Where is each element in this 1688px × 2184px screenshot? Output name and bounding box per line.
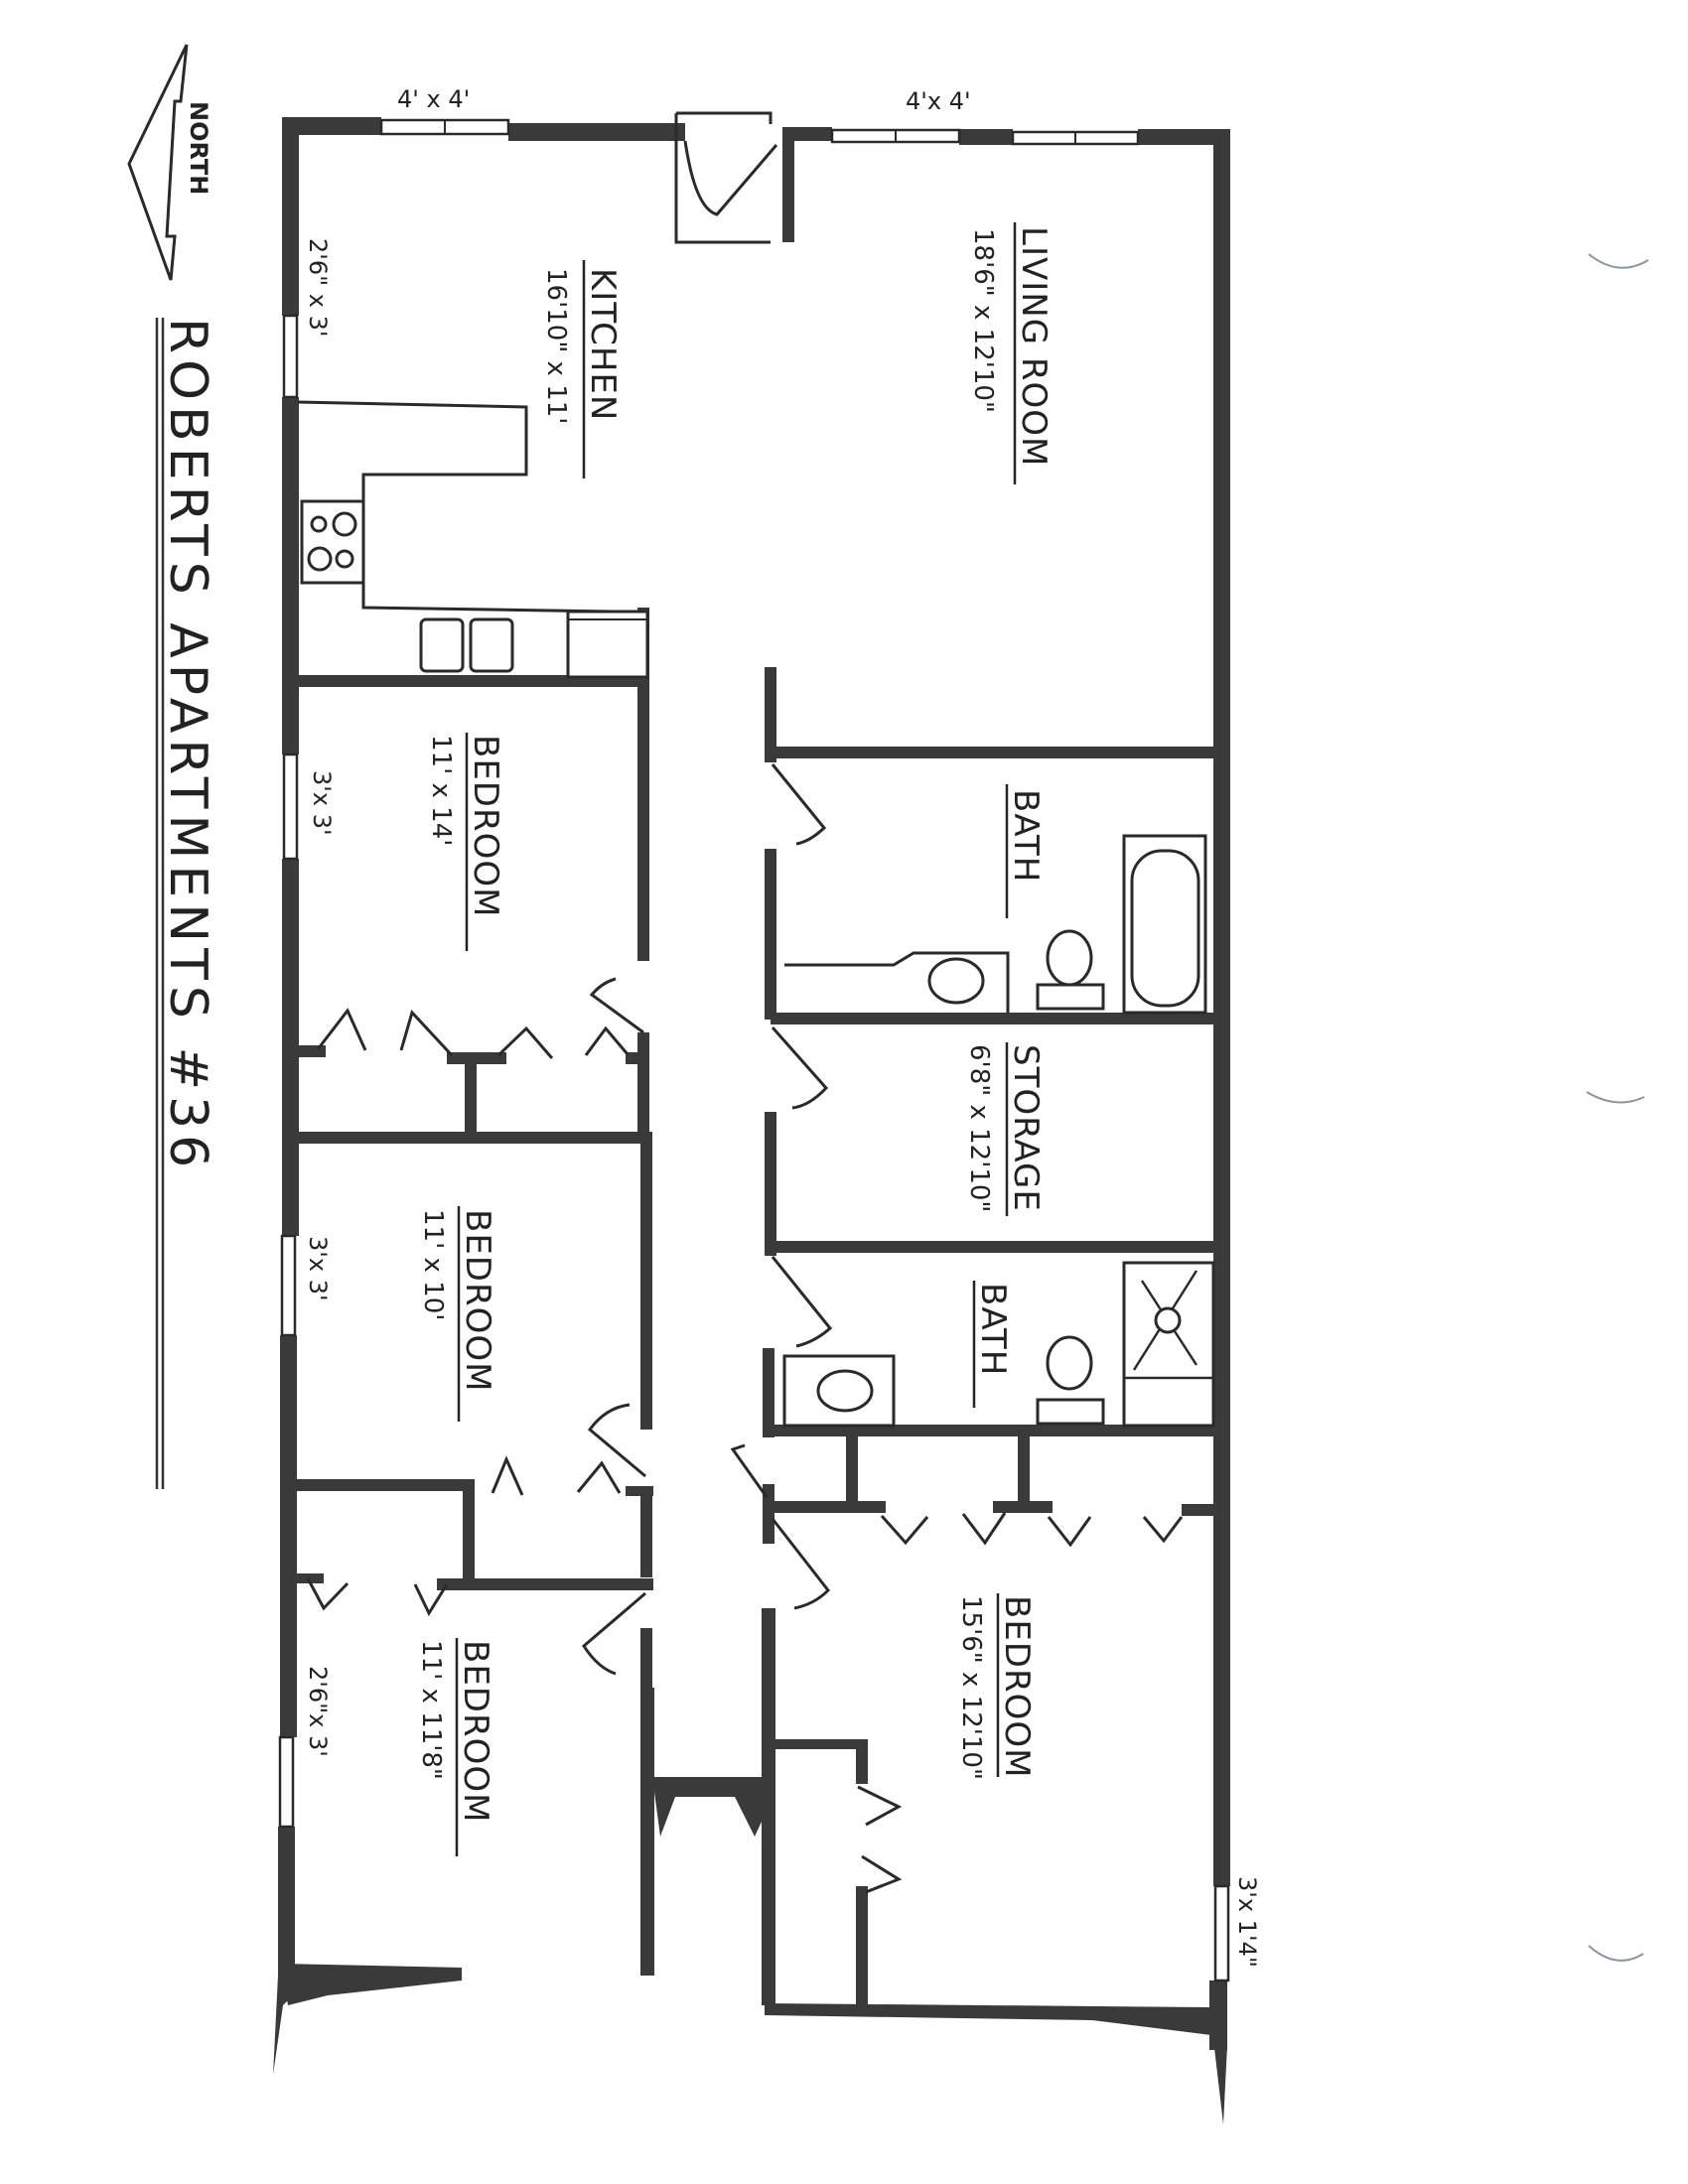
- punch-hole-mark: [1586, 1091, 1645, 1104]
- punch-hole-mark: [1588, 253, 1649, 269]
- refrigerator-icon: [566, 610, 649, 679]
- bathtub-icon: [1122, 834, 1207, 1015]
- room-label-master-bedroom: BEDROOM 15'6" x 12'10": [956, 1593, 1037, 1780]
- exterior-walls: [273, 117, 1230, 2124]
- svg-text:LIVING ROOM: LIVING ROOM: [1014, 226, 1054, 467]
- toilet-icon: [1036, 1335, 1105, 1426]
- room-label-kitchen: KITCHEN 16'10" x 11': [541, 260, 623, 478]
- svg-text:BEDROOM: BEDROOM: [456, 1640, 495, 1823]
- stove-icon: [300, 499, 365, 585]
- shower-icon: [1122, 1261, 1215, 1428]
- svg-text:BATH: BATH: [1006, 789, 1046, 883]
- window-label-living-north: 4'x 4': [906, 87, 971, 115]
- room-label-bedroom-1: BEDROOM 11' x 14': [426, 733, 505, 951]
- window-label-master-east: 3'x 1'4": [1233, 1876, 1261, 1968]
- svg-text:BATH: BATH: [973, 1283, 1013, 1376]
- vanity-sink-icon: [782, 1354, 896, 1428]
- svg-text:6'8" x 12'10": 6'8" x 12'10": [964, 1044, 994, 1212]
- room-label-bedroom-2: BEDROOM 11' x 10': [418, 1206, 497, 1422]
- svg-text:BEDROOM: BEDROOM: [458, 1209, 497, 1392]
- svg-text:18'6" x 12'10": 18'6" x 12'10": [968, 228, 998, 413]
- interior-walls: [294, 608, 1223, 2010]
- vanity-sink-icon: [784, 951, 1010, 1013]
- svg-text:15'6" x 12'10": 15'6" x 12'10": [956, 1595, 986, 1780]
- window-label-kitchen-west: 2'6" x 3': [304, 238, 332, 338]
- closet-doors: [306, 1008, 1184, 1894]
- room-label-bath-1: BATH: [1005, 784, 1046, 918]
- window-label-bedroom-1-west: 3'x 3': [308, 770, 336, 836]
- room-label-bedroom-3: BEDROOM 11' x 11'8": [416, 1638, 495, 1856]
- north-label: NORTH: [185, 101, 212, 195]
- room-label-living-room: LIVING ROOM 18'6" x 12'10": [968, 222, 1054, 484]
- svg-text:11' x 10': 11' x 10': [418, 1209, 448, 1320]
- room-label-bath-2: BATH: [972, 1281, 1013, 1408]
- window-label-bedroom-2-west: 3'x 3': [304, 1236, 332, 1301]
- windows: [278, 118, 1230, 1982]
- doors: [582, 763, 833, 1676]
- svg-text:11' x 11'8": 11' x 11'8": [416, 1640, 446, 1780]
- svg-text:STORAGE: STORAGE: [1006, 1044, 1046, 1212]
- toilet-icon: [1036, 929, 1105, 1011]
- entry-door[interactable]: [674, 111, 794, 244]
- svg-text:11' x 14': 11' x 14': [426, 735, 456, 846]
- document-title: ROBERTS APARTMENTS #36: [158, 318, 217, 1173]
- svg-text:BEDROOM: BEDROOM: [466, 735, 505, 917]
- double-sink-icon: [419, 617, 514, 673]
- window-label-kitchen-north: 4' x 4': [397, 85, 470, 113]
- north-arrow-icon: [127, 44, 189, 281]
- svg-text:16'10" x 11': 16'10" x 11': [541, 268, 571, 424]
- svg-text:BEDROOM: BEDROOM: [997, 1595, 1037, 1778]
- window-label-bedroom-3-west: 2'6"x 3': [304, 1666, 332, 1757]
- punch-hole-mark: [1588, 1945, 1644, 1962]
- svg-text:KITCHEN: KITCHEN: [583, 268, 623, 421]
- room-label-storage: STORAGE 6'8" x 12'10": [964, 1042, 1046, 1216]
